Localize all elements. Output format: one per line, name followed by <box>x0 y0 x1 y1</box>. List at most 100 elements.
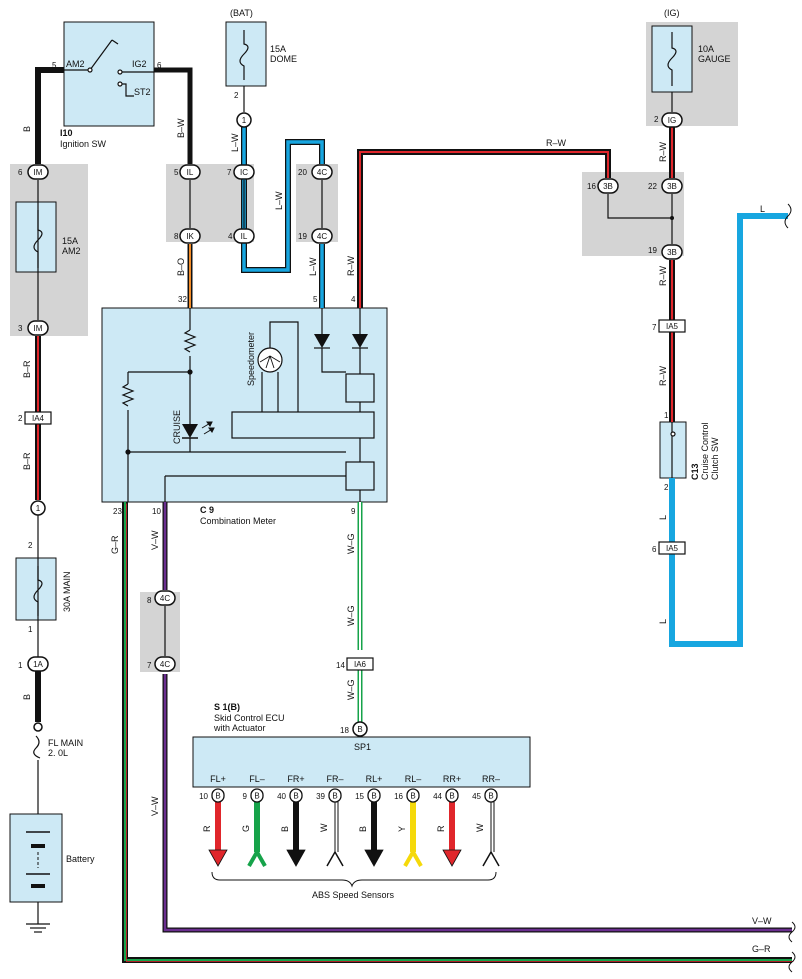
connector-1: 1 <box>30 500 46 516</box>
ecu-terminal-pill <box>211 788 225 803</box>
abs-wire-color-label: Y <box>397 826 407 832</box>
ignition-am2: AM2 <box>66 59 85 69</box>
diode-triangle <box>352 334 368 348</box>
connector-code: 3B <box>667 248 677 257</box>
wire-g-r <box>122 502 794 963</box>
wire-label-v-w: V–W <box>150 530 160 550</box>
connector-4c: 4C <box>154 590 176 606</box>
wire-label-l: L <box>760 204 765 214</box>
connector-im: IM <box>27 320 49 336</box>
connector-3b: 3B <box>661 178 683 194</box>
connector-ia4: IA4 <box>24 411 52 425</box>
wire-b-ignition <box>35 67 193 164</box>
pin-number: 7 <box>227 168 232 177</box>
ecu-terminal-pill <box>250 788 264 803</box>
abs-sensor-arrow <box>286 849 306 867</box>
connector-1: 1 <box>236 112 252 128</box>
connector-code: 3B <box>603 182 613 191</box>
ecu-pin-number: 40 <box>277 792 286 801</box>
pin-number: 16 <box>587 182 596 191</box>
connector-code: IK <box>186 232 194 241</box>
wire-break-mark-vw <box>788 921 796 943</box>
connector-code: IC <box>240 168 248 177</box>
clutch-name-2: Clutch SW <box>710 437 720 480</box>
cruise-led-triangle <box>182 424 198 438</box>
abs-wire-color-label: W <box>475 823 485 832</box>
wire-v-w <box>162 502 792 933</box>
dome-fuse-name: DOME <box>270 54 297 64</box>
wire-l-clutch <box>669 213 788 647</box>
pin-number: 22 <box>648 182 657 191</box>
abs-wire-color-label: B <box>358 826 368 832</box>
ecu-terminal-pill <box>328 788 342 803</box>
meter-internals <box>121 308 375 502</box>
wire-label-r-w: R–W <box>546 138 567 148</box>
ecu-terminal-code: B <box>449 792 454 801</box>
ignition-st2: ST2 <box>134 87 151 97</box>
speedometer-label: Speedometer <box>246 332 256 386</box>
pin-number: 1 <box>28 625 33 634</box>
meter-name: Combination Meter <box>200 516 276 526</box>
pin-number: 6 <box>18 168 23 177</box>
connector-code: IA5 <box>666 322 679 331</box>
ecu-id: S 1(B) <box>214 702 240 712</box>
labels: (BAT) (IG) 15A DOME 10A GAUGE 15A AM2 30… <box>18 8 772 954</box>
gauge-fuse-amp: 10A <box>698 44 714 54</box>
battery-symbol <box>26 831 50 888</box>
abs-wire-color-label: W <box>319 823 329 832</box>
diode-triangle <box>314 334 330 348</box>
ecu-terminal-label: FL– <box>249 774 265 784</box>
pin-number: 32 <box>178 295 187 304</box>
wire-label-b-r: B–R <box>22 452 32 470</box>
pin-number: 5 <box>52 61 57 70</box>
pin-number: 18 <box>340 726 349 735</box>
connector-code: IL <box>187 168 194 177</box>
ecu-terminal-pill <box>484 788 498 803</box>
wire-label-g-r-end: G–R <box>752 944 771 954</box>
battery-box <box>9 813 63 903</box>
skid-control-ecu-box <box>192 736 531 788</box>
abs-sensor-arrow <box>482 850 500 867</box>
abs-wire-color-label: G <box>241 825 251 832</box>
wire-label-w-g: W–G <box>346 679 356 700</box>
wire-label-r-w: R–W <box>658 365 668 386</box>
sp1-label: SP1 <box>354 742 371 752</box>
connector-code: 4C <box>317 168 327 177</box>
abs-sensor-arrow <box>364 849 384 867</box>
wire-label-g-r: G–R <box>110 535 120 554</box>
pin-number: 4 <box>351 295 356 304</box>
connector-code: IA4 <box>32 414 45 423</box>
ecu-terminal-pill <box>289 788 303 803</box>
pin-number: 10 <box>152 507 161 516</box>
wire-3b-junction <box>607 194 672 219</box>
connector-code: IL <box>241 232 248 241</box>
abs-wire-color-label: R <box>436 825 446 832</box>
ecu-terminal-pill <box>406 788 420 803</box>
abs-wire-color-label: R <box>202 825 212 832</box>
ground-symbol <box>26 923 50 933</box>
ignition-name: Ignition SW <box>60 139 107 149</box>
connector-code: 4C <box>160 594 170 603</box>
pin-number: 1 <box>18 661 23 670</box>
pin-number: 1 <box>664 411 669 420</box>
pin-number: 6 <box>157 61 162 70</box>
wire-label-l: L <box>658 515 668 520</box>
pin-number: 5 <box>174 168 179 177</box>
pin-number: 8 <box>147 596 152 605</box>
wire-label-b-r: B–R <box>22 360 32 378</box>
pin-number: 6 <box>652 545 657 554</box>
wire-label-r-w: R–W <box>346 255 356 276</box>
wire-label-b-o: B–O <box>176 258 186 276</box>
connector-code: IA5 <box>666 544 679 553</box>
connector-4c: 4C <box>311 228 333 244</box>
wire-label-l-w: L–W <box>230 133 240 152</box>
wire-label-r-w: R–W <box>658 141 668 162</box>
connector-code: IM <box>34 168 43 177</box>
connector-code: 4C <box>317 232 327 241</box>
pin-number: 14 <box>336 661 345 670</box>
ecu-pin-number: 16 <box>394 792 403 801</box>
wire-break-mark-gr <box>788 951 796 973</box>
ecu-terminal-code: B <box>293 792 298 801</box>
